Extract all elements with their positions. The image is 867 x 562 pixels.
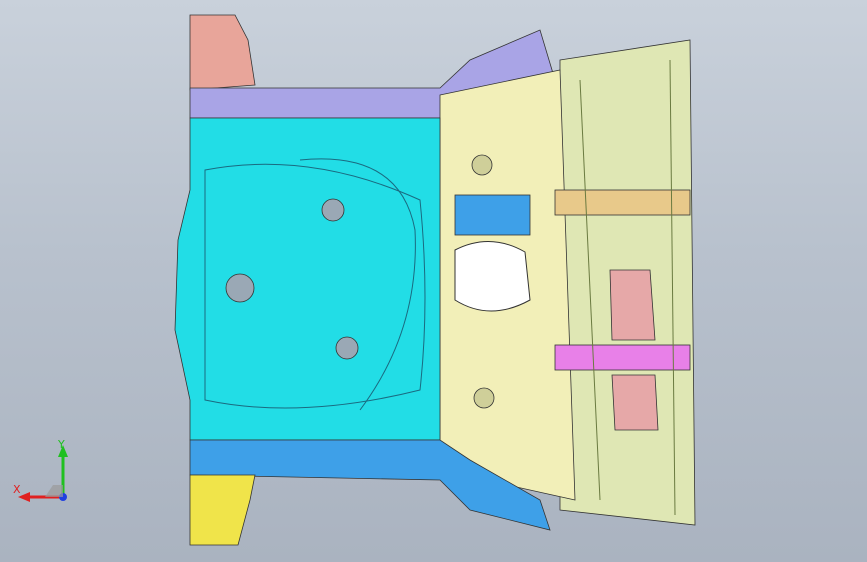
- upper-rear-mount[interactable]: [609, 269, 656, 341]
- y-axis-label: Y: [57, 440, 65, 451]
- floor-contour: [204, 163, 426, 409]
- x-axis-arrow-icon: [18, 492, 30, 502]
- floor-hole: [335, 336, 359, 360]
- y-axis-arrow-icon: [58, 445, 68, 457]
- tunnel-bracket[interactable]: [454, 194, 531, 236]
- lower-rear-mount[interactable]: [611, 374, 659, 431]
- floor-hole: [471, 154, 493, 176]
- floor-hole: [225, 273, 255, 303]
- floor-hole: [473, 387, 495, 409]
- front-floor-panel[interactable]: [174, 117, 441, 441]
- x-axis-label: X: [13, 483, 21, 496]
- top-left-bracket[interactable]: [189, 14, 256, 91]
- floor-contour: [299, 158, 416, 411]
- rear-rib: [579, 79, 601, 501]
- upper-crossmember[interactable]: [554, 189, 691, 216]
- plane-icon: [45, 485, 63, 497]
- floor-hole: [321, 198, 345, 222]
- bottom-left-bracket[interactable]: [189, 474, 256, 546]
- orientation-triad: X Y: [13, 440, 68, 502]
- rear-rib: [669, 59, 676, 516]
- tunnel-opening: [454, 241, 531, 312]
- lower-crossmember[interactable]: [554, 344, 691, 371]
- lower-side-rail[interactable]: [189, 439, 551, 531]
